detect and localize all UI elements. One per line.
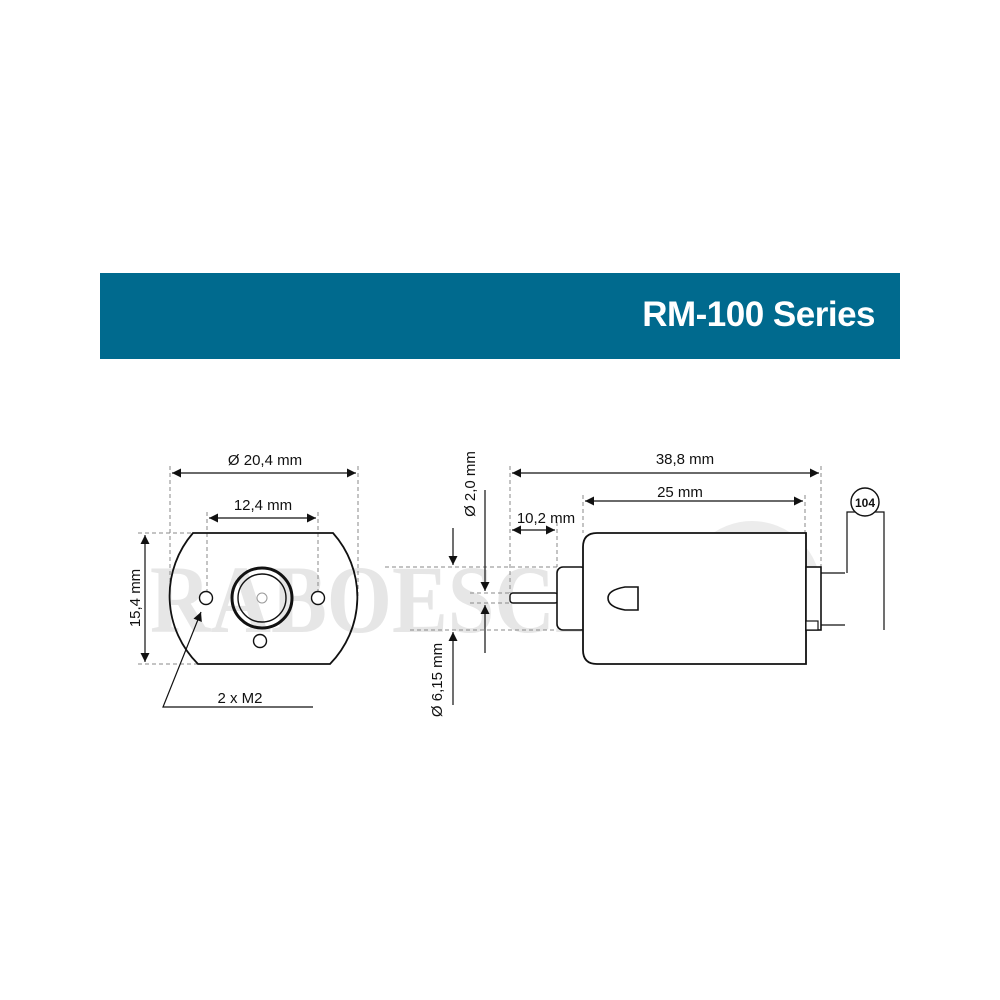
capacitor-label: 104: [855, 496, 875, 510]
body-length-label: 25 mm: [657, 484, 703, 501]
height-dimension-label: 15,4 mm: [127, 569, 144, 627]
shaft-length-label: 10,2 mm: [517, 510, 575, 527]
total-length-label: 38,8 mm: [656, 451, 714, 468]
title-banner: RM-100 Series: [100, 273, 900, 359]
diameter-dimension-label: Ø 20,4 mm: [228, 452, 302, 469]
capacitor-symbol: [850, 487, 880, 517]
boss-diameter-label: Ø 6,15 mm: [429, 643, 446, 717]
front-view: Ø 20,4 mm 12,4 mm 15,4 mm 2 x M2: [127, 452, 359, 708]
hole-spacing-label: 12,4 mm: [234, 497, 292, 514]
side-view: 38,8 mm 25 mm 10,2 mm Ø 2,0 mm Ø 6,15 mm…: [385, 451, 885, 717]
shaft-diameter-label: Ø 2,0 mm: [462, 451, 479, 517]
m2-hole: [310, 590, 326, 606]
m2-hole: [198, 590, 214, 606]
holes-label: 2 x M2: [217, 690, 262, 707]
motor-shaft: [509, 592, 559, 604]
series-title: RM-100 Series: [642, 295, 875, 334]
mounting-plate: [168, 532, 359, 665]
motor-body: [582, 532, 807, 665]
